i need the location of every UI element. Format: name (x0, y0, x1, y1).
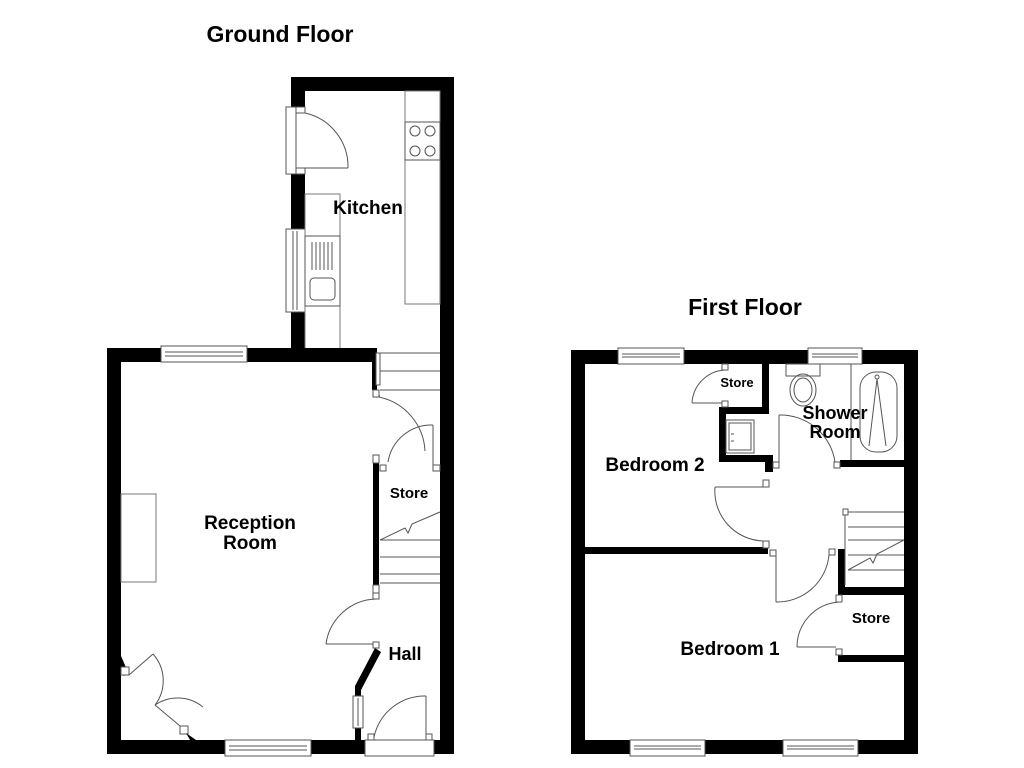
ground-stairs (375, 352, 441, 584)
first-floor-windows (617, 347, 863, 757)
kitchen-door-icon (285, 106, 349, 175)
hall-label: Hall (388, 644, 422, 664)
first-store-bottom-label: Store (851, 610, 891, 627)
shower-room-label-line1: Shower (802, 403, 868, 423)
reception-room-label: Reception Room (180, 514, 320, 554)
shower-room-label: Shower Room (790, 404, 880, 442)
sink-icon (304, 235, 341, 307)
kitchen-window-icon (285, 228, 306, 313)
bedroom2-door-icon (714, 479, 770, 549)
bedroom1-window-right-icon (782, 739, 859, 757)
reception-room-label-line2: Room (223, 532, 277, 554)
hob-icon (404, 121, 441, 161)
first-floor-walls (571, 350, 918, 754)
front-door-icon (364, 695, 435, 757)
reception-room-label-line1: Reception (204, 513, 296, 534)
shower-window-icon (807, 347, 863, 365)
toilet-icon (785, 363, 821, 407)
store-bottom-door-icon (796, 594, 843, 656)
first-floor-plan (571, 347, 918, 757)
first-store-top-label: Store (720, 375, 754, 390)
ground-floor-plan (107, 77, 454, 757)
kitchen-walls (291, 77, 454, 754)
kitchen-label: Kitchen (333, 198, 403, 219)
hall-reception-door-icon (325, 592, 380, 649)
bedroom1-window-left-icon (629, 739, 706, 757)
store-top-door-icon (691, 363, 729, 408)
shower-door-icon (772, 414, 841, 469)
ground-floor-title: Ground Floor (206, 21, 354, 47)
reception-window-bottom-icon (224, 739, 312, 757)
reception-walls (107, 348, 454, 754)
shower-tray-icon (850, 364, 898, 460)
first-floor-title: First Floor (688, 294, 802, 320)
basin-icon (725, 419, 755, 454)
chimney-breast (120, 493, 157, 583)
reception-french-doors-icon (111, 653, 204, 740)
shower-room-label-line2: Room (809, 421, 861, 442)
bedroom1-door-icon (769, 548, 836, 603)
bedroom1-label: Bedroom 1 (680, 639, 780, 660)
reception-window-top-icon (160, 345, 248, 363)
ground-store-label: Store (389, 485, 429, 502)
bedroom2-label: Bedroom 2 (605, 455, 705, 476)
hall-window-icon (352, 695, 364, 729)
bedroom2-window-icon (617, 347, 685, 365)
first-floor-stairs (842, 508, 905, 585)
